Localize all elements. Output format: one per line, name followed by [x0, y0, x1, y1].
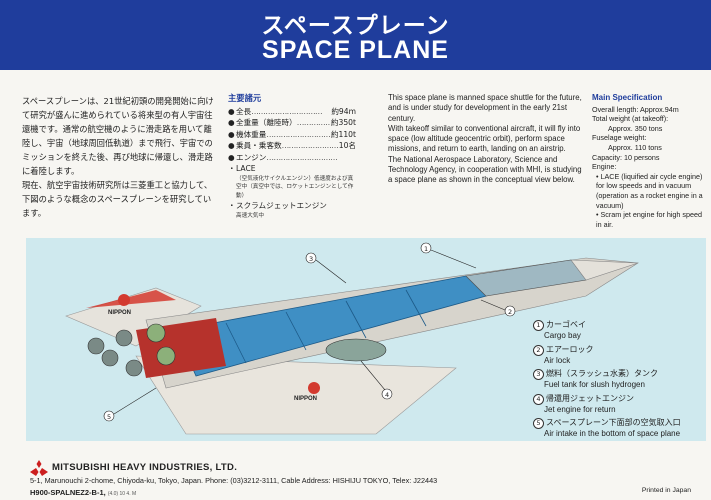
spec-japanese: 主要諸元 ●全長…………………………約94m ●全重量（離陸時）……………………… [228, 93, 356, 220]
nose-cone [570, 259, 639, 281]
spec-jp-row: ●全重量（離陸時）…………………………約350t [228, 118, 356, 127]
svg-text:4: 4 [385, 391, 389, 399]
wing-marking: NIPPON [294, 396, 317, 402]
spec-jp-row: ●全長…………………………約94m [228, 106, 356, 116]
callout-1 [420, 242, 432, 254]
spec-jp-row: ●エンジン………………………… [228, 152, 338, 162]
wing-roundel [308, 382, 320, 394]
engine-nozzle [156, 346, 176, 366]
intro-jp-paragraph-2: 現在、航空宇宙技術研究所は三菱重工と協力して、下図のような概念のスペースプレーン… [22, 180, 213, 218]
intro-en-paragraph-2: With takeoff similar to conventional air… [388, 123, 581, 154]
tail-marking: NIPPON [108, 310, 131, 316]
svg-text:1: 1 [424, 245, 428, 253]
intro-en-paragraph-1: This space plane is manned space shuttle… [388, 93, 582, 123]
svg-text:3: 3 [309, 255, 313, 263]
space-plane-cutaway-illustration: NIPPON NIPPON 1 2 3 4 5 [26, 238, 706, 441]
intro-japanese: スペースプレーンは、21世紀初頭の開発開始に向けて研究が盛んに進められている将来… [22, 94, 217, 220]
spec-jp-engine: ・スクラムジェットエンジン [228, 201, 327, 210]
company-address: 5-1, Marunouchi 2-chome, Chiyoda-ku, Tok… [30, 476, 438, 485]
engine-nozzle [115, 329, 133, 347]
callout-3 [305, 252, 317, 264]
spec-jp-engine-note: （空気液化サイクルエンジン）低速度および真空中（真空中では、ロケットエンジンとし… [236, 175, 354, 199]
document-code: H900-SPALNEZ2-B-1, (4.0) 10 4. M [30, 488, 137, 497]
spec-en-line: • Scram jet engine for high speed in air… [596, 210, 702, 229]
intro-english: This space plane is manned space shuttle… [388, 93, 586, 186]
spec-jp-heading: 主要諸元 [228, 93, 262, 103]
title-japanese: スペースプレーン [261, 13, 450, 39]
spec-jp-row: ●機体重量…………………………約110t [228, 129, 356, 139]
spec-en-line: Approx. 110 tons [608, 142, 662, 152]
spec-english: Main Specification Overall length: Appro… [592, 93, 704, 229]
tail-stripe [86, 290, 176, 308]
three-diamonds-logo [30, 460, 48, 476]
spec-jp-engine: ・LACE [228, 164, 256, 173]
intro-en-paragraph-3: The National Aerospace Laboratory, Scien… [388, 154, 582, 185]
spec-en-line: Total weight (at takeoff): [592, 114, 669, 124]
spec-en-heading: Main Specification [592, 93, 663, 102]
header-banner: スペースプレーン SPACE PLANE [0, 0, 711, 70]
spec-en-line: Approx. 350 tons [608, 123, 663, 133]
spec-jp-row: ●乗員・乗客数…………………………10名 [228, 141, 356, 150]
engine-nozzle [146, 323, 166, 343]
company-name: MITSUBISHI HEAVY INDUSTRIES, LTD. [52, 462, 238, 473]
callout-4 [381, 388, 393, 400]
spec-en-line: • LACE (liquified air cycle engine) for … [596, 171, 703, 210]
tail-roundel [118, 294, 130, 306]
engine-nozzle [101, 349, 119, 367]
spec-en-line: Overall length: Approx.94m [592, 104, 679, 114]
engine-nozzle [125, 359, 143, 377]
callout-2 [504, 305, 516, 317]
return-jet-engine [325, 338, 387, 362]
intro-jp-paragraph-1: スペースプレーンは、21世紀初頭の開発開始に向けて研究が盛んに進められている将来… [22, 96, 214, 176]
printed-in-japan: Printed in Japan [641, 487, 691, 494]
svg-text:2: 2 [508, 308, 512, 316]
svg-text:5: 5 [107, 413, 111, 421]
callout-5 [103, 410, 115, 422]
engine-nozzle [87, 337, 105, 355]
spec-en-line: Engine: [592, 162, 617, 172]
spec-en-line: Capacity: 10 persons [592, 152, 660, 162]
spec-jp-engine-note: 高速大気中 [236, 212, 264, 219]
spec-en-line: Fuselage weight: [592, 133, 647, 143]
title-english: SPACE PLANE [262, 36, 449, 64]
